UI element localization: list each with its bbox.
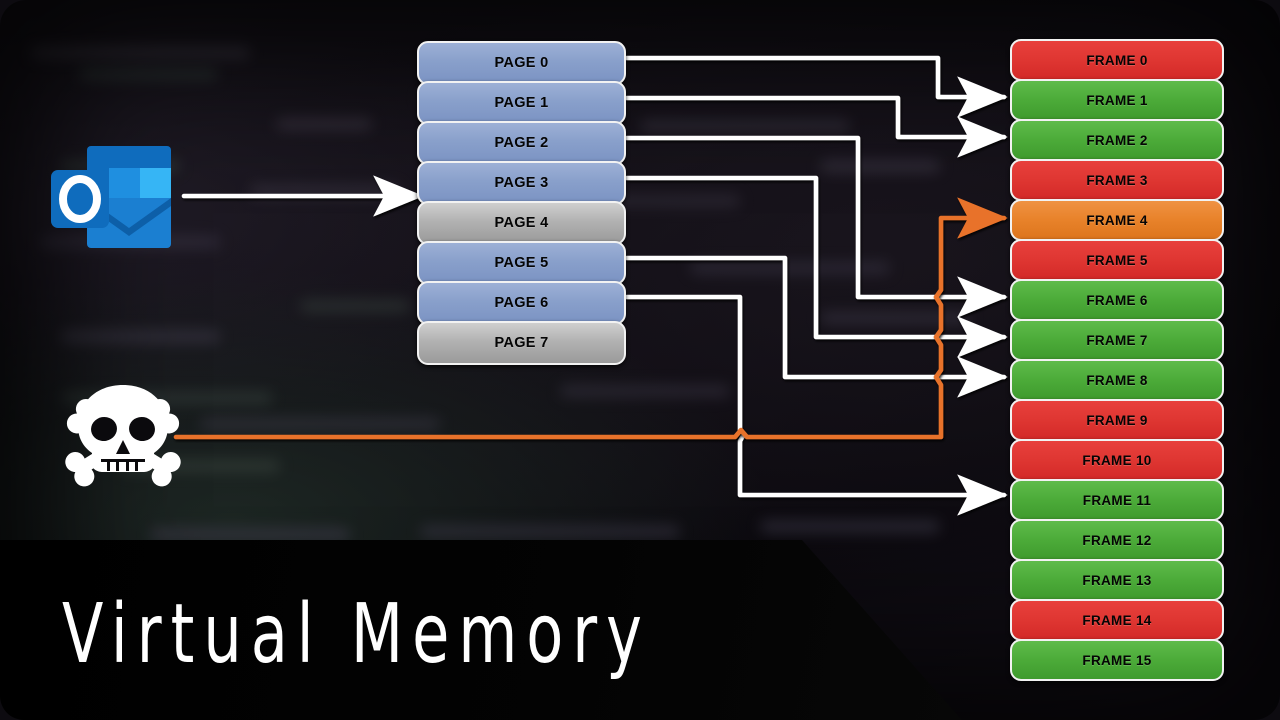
frame-label: FRAME 5 xyxy=(1086,252,1148,268)
frame-label: FRAME 2 xyxy=(1086,132,1148,148)
frame-label: FRAME 8 xyxy=(1086,372,1148,388)
page-label: PAGE 1 xyxy=(494,95,549,111)
page-label: PAGE 0 xyxy=(494,55,549,71)
frame-label: FRAME 0 xyxy=(1086,52,1148,68)
frame-label: FRAME 4 xyxy=(1086,212,1148,228)
frame-label: FRAME 11 xyxy=(1082,492,1152,508)
title-banner: Virtual Memory xyxy=(0,540,962,720)
page-block-7[interactable]: PAGE 7 xyxy=(417,321,626,365)
frame-block-10[interactable]: FRAME 10 xyxy=(1010,439,1224,481)
page-block-6[interactable]: PAGE 6 xyxy=(417,281,626,325)
frame-label: FRAME 13 xyxy=(1082,572,1152,588)
frame-label: FRAME 6 xyxy=(1086,292,1148,308)
frame-block-15[interactable]: FRAME 15 xyxy=(1010,639,1224,681)
frame-block-0[interactable]: FRAME 0 xyxy=(1010,39,1224,81)
page-title: Virtual Memory xyxy=(62,587,651,682)
frame-label: FRAME 10 xyxy=(1082,452,1152,468)
frame-label: FRAME 1 xyxy=(1086,92,1148,108)
page-label: PAGE 7 xyxy=(494,335,549,351)
frame-label: FRAME 3 xyxy=(1086,172,1148,188)
frame-block-9[interactable]: FRAME 9 xyxy=(1010,399,1224,441)
frame-block-13[interactable]: FRAME 13 xyxy=(1010,559,1224,601)
skull-crossbones-icon[interactable] xyxy=(62,382,184,490)
page-block-2[interactable]: PAGE 2 xyxy=(417,121,626,165)
frame-block-4[interactable]: FRAME 4 xyxy=(1010,199,1224,241)
page-label: PAGE 3 xyxy=(494,175,549,191)
frame-block-11[interactable]: FRAME 11 xyxy=(1010,479,1224,521)
frame-label: FRAME 14 xyxy=(1082,612,1152,628)
page-block-5[interactable]: PAGE 5 xyxy=(417,241,626,285)
frame-label: FRAME 9 xyxy=(1086,412,1148,428)
frame-block-8[interactable]: FRAME 8 xyxy=(1010,359,1224,401)
frame-block-1[interactable]: FRAME 1 xyxy=(1010,79,1224,121)
page-label: PAGE 2 xyxy=(494,135,549,151)
frame-label: FRAME 12 xyxy=(1082,532,1152,548)
frame-block-12[interactable]: FRAME 12 xyxy=(1010,519,1224,561)
frame-label: FRAME 7 xyxy=(1086,332,1148,348)
frame-block-6[interactable]: FRAME 6 xyxy=(1010,279,1224,321)
outlook-icon[interactable] xyxy=(47,142,175,252)
page-block-1[interactable]: PAGE 1 xyxy=(417,81,626,125)
page-label: PAGE 5 xyxy=(494,255,549,271)
frame-block-3[interactable]: FRAME 3 xyxy=(1010,159,1224,201)
frame-label: FRAME 15 xyxy=(1082,652,1152,668)
page-block-3[interactable]: PAGE 3 xyxy=(417,161,626,205)
frame-block-7[interactable]: FRAME 7 xyxy=(1010,319,1224,361)
page-block-4[interactable]: PAGE 4 xyxy=(417,201,626,245)
page-label: PAGE 6 xyxy=(494,295,549,311)
frame-block-14[interactable]: FRAME 14 xyxy=(1010,599,1224,641)
page-label: PAGE 4 xyxy=(494,215,549,231)
page-block-0[interactable]: PAGE 0 xyxy=(417,41,626,85)
frame-block-2[interactable]: FRAME 2 xyxy=(1010,119,1224,161)
frame-block-5[interactable]: FRAME 5 xyxy=(1010,239,1224,281)
